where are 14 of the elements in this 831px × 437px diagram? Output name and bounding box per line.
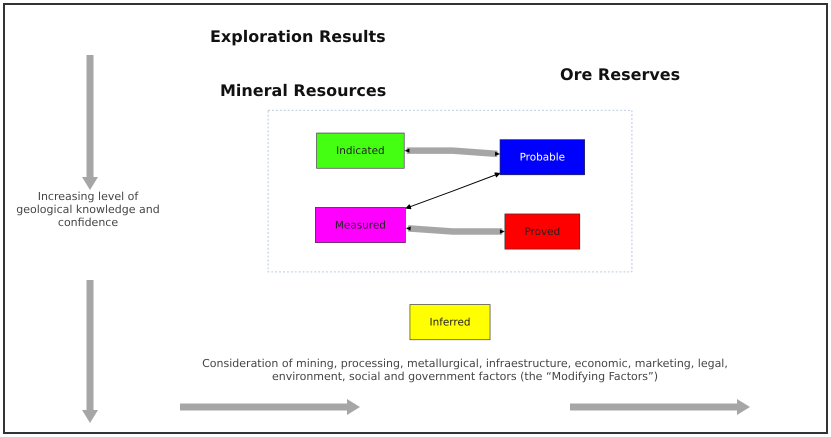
section-heading: Mineral Resources xyxy=(220,81,386,100)
node-box: Measured xyxy=(315,207,406,243)
node-box: Inferred xyxy=(410,304,490,340)
node-box: Indicated xyxy=(316,132,405,169)
arrow xyxy=(404,147,500,158)
axis-caption: Increasing level of geological knowledge and confidence xyxy=(15,190,161,229)
modifying-factors-note: Consideration of mining, processing, metallurgical, infraestructure, economic, marketing, legal, environment, social and government factors (the “Modifying Factors”) xyxy=(201,357,729,383)
section-heading: Ore Reserves xyxy=(560,65,680,84)
arrow xyxy=(405,225,506,235)
node-box: Proved xyxy=(504,214,580,250)
section-heading: Exploration Results xyxy=(210,27,386,46)
arrow xyxy=(405,172,500,210)
cluster xyxy=(268,110,632,272)
node-box: Probable xyxy=(500,139,585,176)
